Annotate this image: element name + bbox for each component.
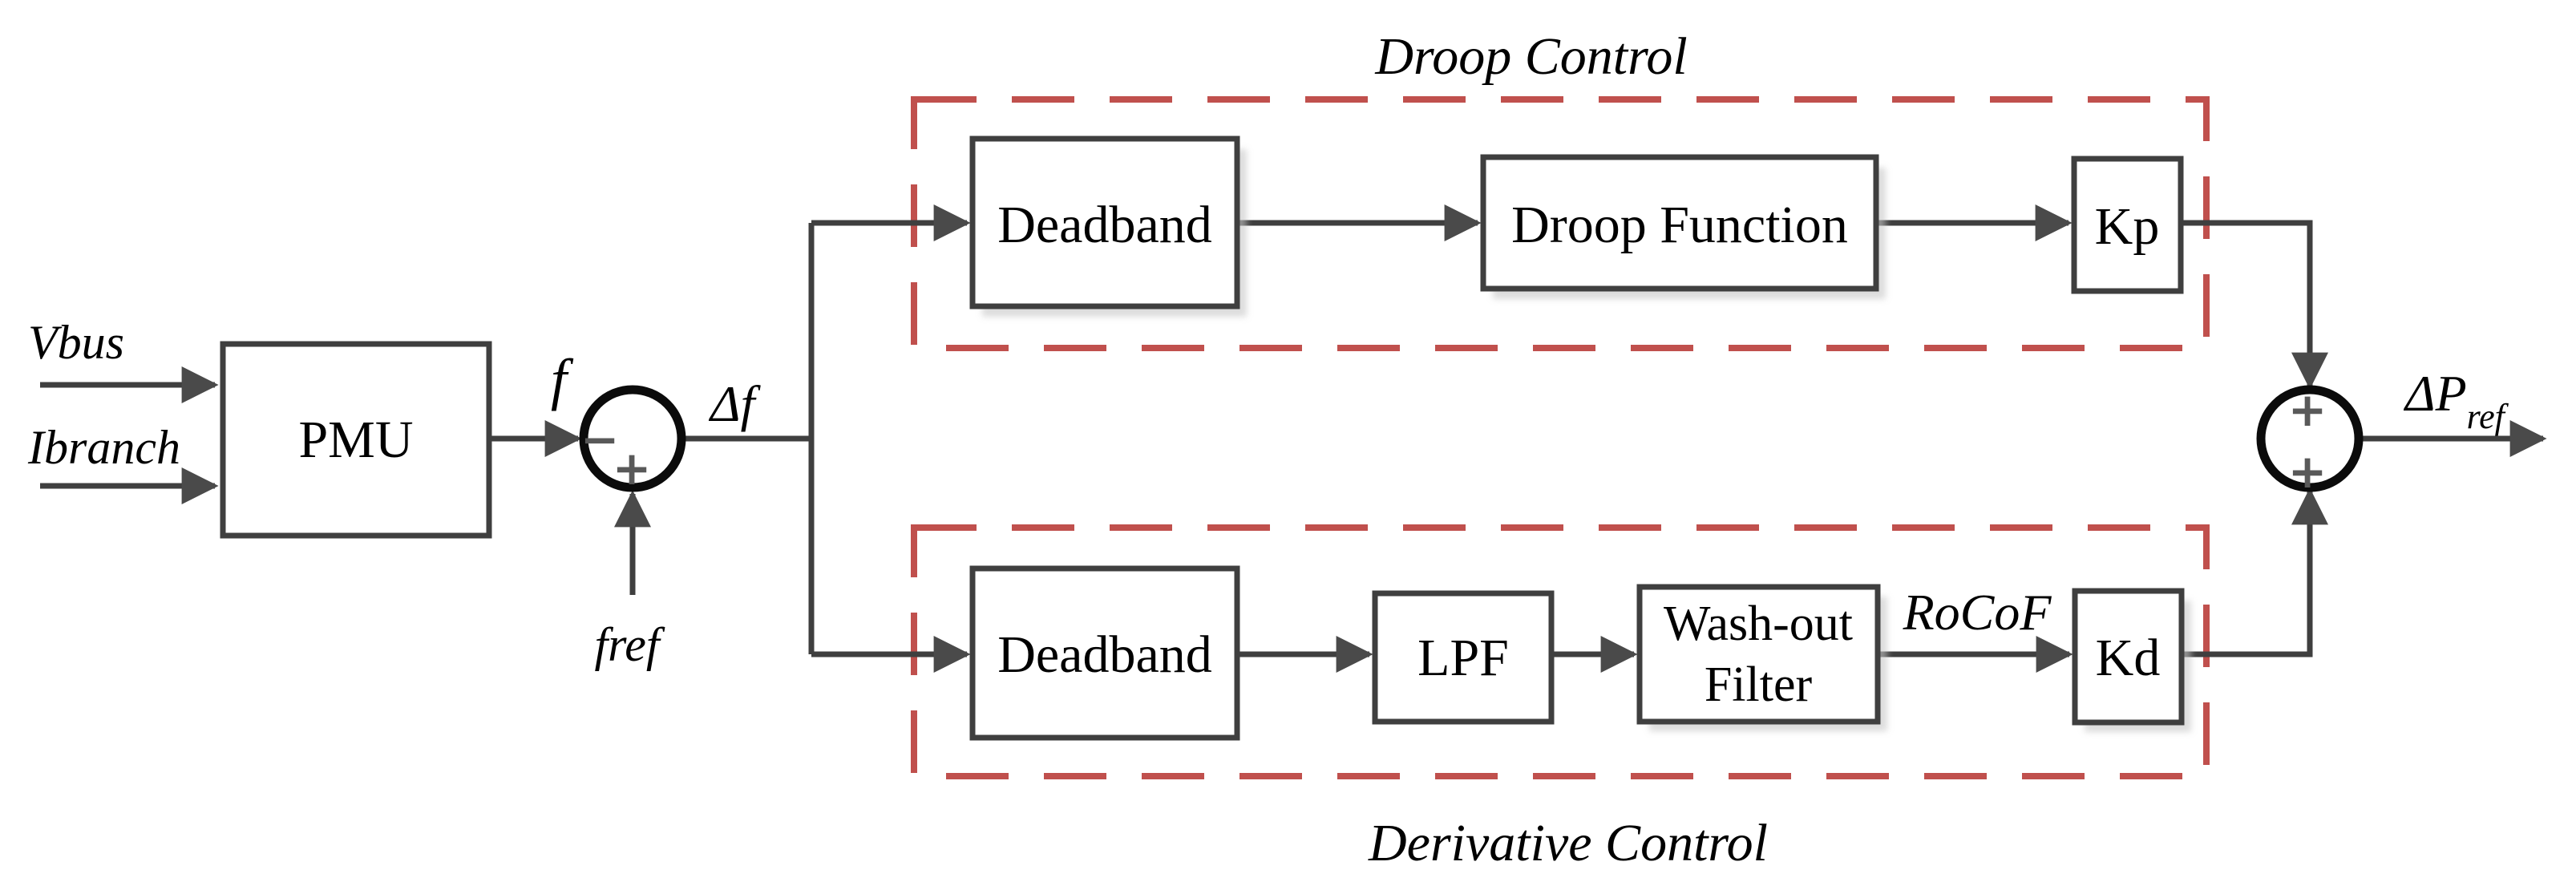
fref-signal-label: fref xyxy=(594,618,665,671)
lpf-label: LPF xyxy=(1417,629,1509,687)
lpf-block xyxy=(1372,590,1555,725)
kp-label: Kp xyxy=(2095,197,2160,256)
input-sum-plus-sign: + xyxy=(613,441,652,496)
delta-p-ref-output-label: ΔPref xyxy=(2403,365,2509,436)
vbus-input-label: Vbus xyxy=(28,316,124,369)
kd-block xyxy=(2072,588,2185,726)
kp-block xyxy=(2071,156,2184,294)
pmu-block xyxy=(220,341,492,539)
droop-function-label: Droop Function xyxy=(1511,196,1848,254)
output-sum-junction xyxy=(2256,385,2364,492)
output-sum-plus-bottom-sign: + xyxy=(2288,444,2327,499)
ibranch-input-label: Ibranch xyxy=(27,421,180,474)
output-sum-plus-top-sign: + xyxy=(2288,382,2327,437)
f-signal-label: f xyxy=(551,347,574,411)
wire-kd-to-output-sum xyxy=(2182,488,2328,657)
derivative-control-title: Derivative Control xyxy=(1368,814,1768,872)
wire-kp-to-output-sum xyxy=(2181,220,2328,390)
droop-control-title: Droop Control xyxy=(1374,27,1687,86)
deadband-bottom-block xyxy=(969,565,1240,741)
washout-filter-label-line2: Filter xyxy=(1705,657,1813,712)
input-sum-junction xyxy=(579,385,686,492)
input-sum-minus-sign: − xyxy=(580,412,620,467)
delta-f-signal-label: Δf xyxy=(708,375,762,432)
washout-filter-label-line1: Wash-out xyxy=(1664,597,1853,651)
deadband-top-label: Deadband xyxy=(997,196,1212,254)
delta-p-subscript: ref xyxy=(2467,397,2509,436)
droop-function-block xyxy=(1480,154,1879,292)
delta-p-main: ΔP xyxy=(2403,365,2467,422)
deadband-top-block xyxy=(969,136,1240,309)
pmu-label: PMU xyxy=(298,411,413,469)
deadband-bottom-label: Deadband xyxy=(997,625,1212,684)
rocof-signal-label: RoCoF xyxy=(1903,584,2052,641)
kd-label: Kd xyxy=(2096,629,2161,687)
washout-filter-block xyxy=(1636,584,1881,725)
